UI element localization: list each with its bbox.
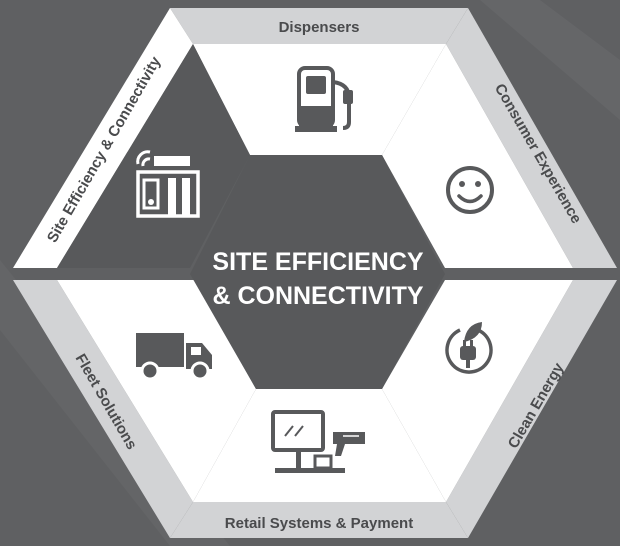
consumer-experience-panel [382,44,573,268]
clean-energy-panel [382,280,573,502]
site-efficiency-panel [57,44,250,268]
delivery-truck-icon [136,333,212,381]
fuel-pump-icon [295,66,353,132]
clean-energy-ring-band [446,280,617,538]
dispensers-label: Dispensers [279,19,360,36]
fleet-solutions-panel [57,280,256,502]
center-title-line2: & CONNECTIVITY [212,282,423,310]
pos-terminal-scanner-icon [271,410,365,473]
segment-consumer-experience[interactable]: Consumer Experience [382,8,617,268]
center-hub: SITE EFFICIENCY & CONNECTIVITY [190,155,445,389]
smiley-face-icon [446,166,494,214]
leaf-plug-icon [445,322,493,374]
dispensers-panel [193,44,446,155]
connected-station-icon [136,150,200,218]
segment-dispensers[interactable]: Dispensers [170,8,468,155]
fleet-solutions-ring-band [13,280,193,538]
dispensers-ring-band [170,8,468,44]
site-efficiency-ring-band [13,8,193,268]
segment-fleet-solutions[interactable]: Fleet Solutions [13,280,256,538]
retail-systems-ring-band [170,502,468,538]
segment-retail-systems-payment[interactable]: Retail Systems & Payment [170,389,468,538]
center-title-line1: SITE EFFICIENCY [212,248,423,276]
retail-systems-panel [193,389,446,502]
center-hexagon [190,155,445,389]
consumer-experience-ring-band [446,8,617,268]
retail-systems-payment-label: Retail Systems & Payment [225,515,413,532]
